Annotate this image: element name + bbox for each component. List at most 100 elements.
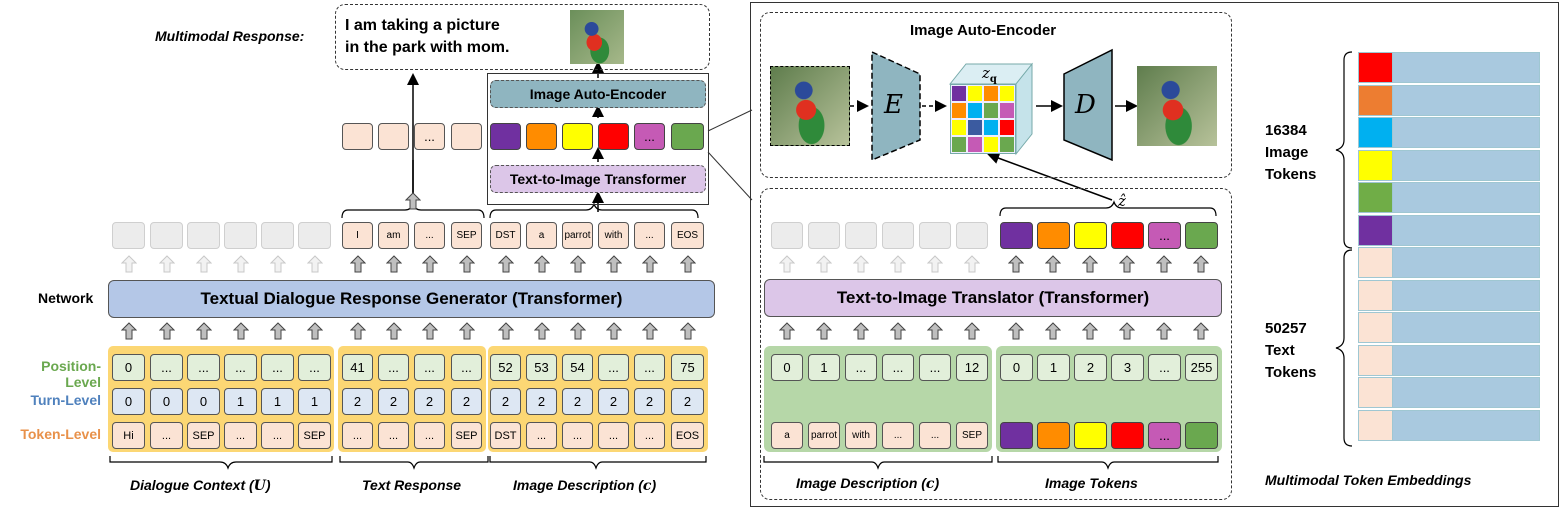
up-arrow	[779, 322, 795, 340]
input-token-turn: 1	[261, 388, 294, 415]
up-arrow	[964, 322, 980, 340]
context-output-token	[112, 222, 145, 249]
response-generator-bar: Textual Dialogue Response Generator (Tra…	[108, 280, 715, 318]
translator-position-token: 1	[808, 354, 840, 381]
input-token-turn: 2	[414, 388, 445, 415]
embeddings-caption: Multimodal Token Embeddings	[1265, 472, 1472, 488]
up-arrow	[853, 255, 869, 273]
up-arrow	[269, 322, 286, 340]
up-arrow	[405, 192, 421, 210]
input-token-tkn: SEP	[298, 422, 331, 449]
quantized-grid	[950, 84, 1016, 154]
input-token-turn: 2	[378, 388, 409, 415]
desc-output-token-grey	[882, 222, 914, 249]
translator-image-token	[1037, 422, 1070, 449]
context-output-token	[261, 222, 294, 249]
up-arrow	[497, 255, 514, 273]
translator-image-token: ...	[1148, 422, 1181, 449]
quantized-cell	[967, 102, 983, 119]
input-token-tkn: ...	[261, 422, 294, 449]
quantized-cell	[951, 102, 967, 119]
encoder-shape	[871, 50, 921, 162]
translator-desc-token: ...	[919, 422, 951, 449]
up-arrow	[816, 322, 832, 340]
input-token-turn: 2	[671, 388, 704, 415]
up-arrow	[1156, 255, 1172, 273]
embedding-row	[1358, 149, 1540, 181]
up-arrow	[1008, 322, 1024, 340]
embedding-row	[1358, 84, 1540, 116]
embedding-row	[1358, 344, 1540, 376]
embedding-row	[1358, 182, 1540, 213]
up-arrow	[195, 322, 212, 340]
embedding-color-cell	[1359, 53, 1393, 82]
up-arrow	[1193, 255, 1209, 273]
input-token-pos: ...	[414, 354, 445, 381]
up-arrow	[1119, 322, 1135, 340]
quantized-cell	[951, 136, 967, 153]
input-token-tkn: ...	[414, 422, 445, 449]
parrot-input-image	[770, 66, 850, 146]
embedding-color-cell	[1359, 118, 1393, 147]
up-arrow	[964, 255, 980, 273]
quantized-cell	[951, 85, 967, 102]
input-token-turn: 2	[342, 388, 373, 415]
autoencoder-box	[760, 12, 1232, 178]
output-token	[342, 123, 373, 150]
response-line-1: I am taking a picture	[345, 17, 500, 34]
input-token-pos: ...	[598, 354, 629, 381]
quantized-cell	[983, 119, 999, 136]
up-arrow	[853, 322, 869, 340]
input-token-pos: 0	[112, 354, 145, 381]
input-token-pos: 75	[671, 354, 704, 381]
input-token-turn: 0	[150, 388, 183, 415]
quantized-cell	[951, 119, 967, 136]
translator-desc-token: SEP	[956, 422, 988, 449]
up-arrow	[1119, 255, 1135, 273]
up-arrow	[679, 255, 696, 273]
zhat-token-red	[1111, 222, 1144, 249]
image-token-count-label: 16384 Image Tokens	[1265, 120, 1316, 186]
input-token-pos: ...	[150, 354, 183, 381]
up-arrow	[497, 322, 514, 340]
text-token-word2: Tokens	[1265, 364, 1317, 381]
embedding-row	[1358, 279, 1540, 311]
translator-box	[760, 188, 1232, 500]
up-arrow	[349, 255, 366, 273]
right-image-description-caption: Image Description (c)	[796, 475, 940, 492]
embedding-color-cell	[1359, 280, 1393, 310]
up-arrow	[158, 322, 175, 340]
up-arrow	[1156, 322, 1172, 340]
up-arrow	[158, 255, 175, 273]
quantized-cell	[999, 119, 1015, 136]
response-line-2: in the park with mom.	[345, 39, 510, 56]
input-token-pos: ...	[451, 354, 482, 381]
t2i-transformer-bar: Text-to-Image Transformer	[490, 165, 706, 193]
input-token-pos: ...	[224, 354, 257, 381]
up-arrow	[1045, 322, 1061, 340]
parrot-image-small	[570, 10, 624, 64]
up-arrow	[458, 322, 475, 340]
input-token-tkn: EOS	[671, 422, 704, 449]
input-token-turn: 2	[598, 388, 629, 415]
translator-desc-token: with	[845, 422, 877, 449]
embedding-color-cell	[1359, 378, 1393, 407]
text-token-count-label: 50257 Text Tokens	[1265, 318, 1316, 384]
dialogue-var: U	[253, 478, 266, 494]
desc-output-token: parrot	[562, 222, 593, 249]
quantized-cell	[983, 136, 999, 153]
quantized-cell	[967, 85, 983, 102]
up-arrow	[306, 322, 323, 340]
embedding-color-cell	[1359, 150, 1393, 180]
up-arrow	[385, 255, 402, 273]
translator-desc-token: a	[771, 422, 803, 449]
context-output-token	[298, 222, 331, 249]
context-output-token	[224, 222, 257, 249]
up-arrow	[120, 255, 137, 273]
desc-output-token-grey	[956, 222, 988, 249]
up-arrow	[569, 255, 586, 273]
translator-desc-token: parrot	[808, 422, 840, 449]
translator-position-token: 12	[956, 354, 988, 381]
input-token-turn: 2	[490, 388, 521, 415]
